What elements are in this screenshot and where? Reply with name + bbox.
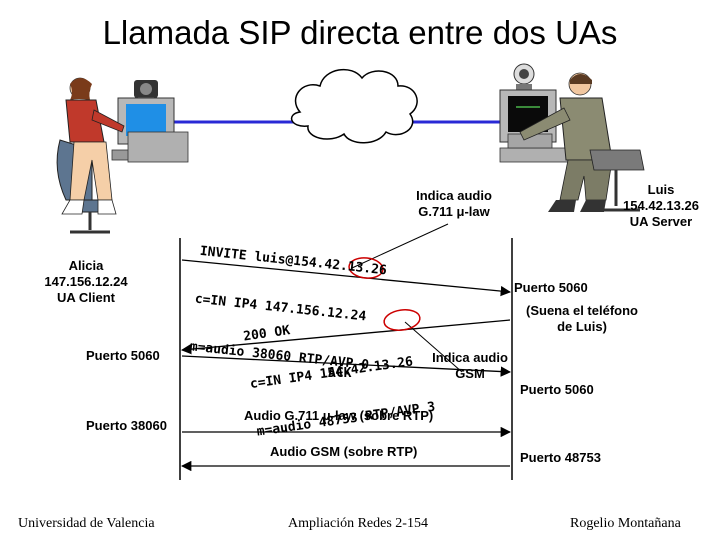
luis-port-sip-top: Puerto 5060 (514, 280, 588, 295)
luis-label: Luis 154.42.13.26 UA Server (606, 182, 716, 230)
luis-name: Luis (647, 182, 675, 197)
slide-title: Llamada SIP directa entre dos UAs (102, 14, 618, 51)
alicia-ip: 147.156.12.24 (44, 274, 128, 289)
luis-port-rtp: Puerto 48753 (520, 450, 601, 465)
payload-3-highlight (383, 309, 421, 331)
note-gsm: Indica audio GSM (432, 350, 508, 381)
luis-port-sip-bottom: Puerto 5060 (520, 382, 594, 397)
ok-arrow (180, 319, 511, 355)
ack-arrow (181, 355, 512, 377)
alicia-port-sip: Puerto 5060 (86, 348, 160, 363)
alicia-label: Alicia 147.156.12.24 UA Client (36, 258, 136, 306)
invite-arrow (181, 259, 512, 297)
ok-line-1: 200 OK (242, 323, 292, 345)
rtp-g711-label: Audio G.711 μ-law (sobre RTP) (244, 408, 434, 423)
luis-workstation-icon (499, 63, 645, 212)
luis-role: UA Server (629, 214, 693, 229)
note-gsm-pointer (404, 321, 463, 373)
note-g711-pointer (351, 223, 449, 269)
footer-right: Rogelio Montañana (570, 516, 681, 531)
ack-message: ACK (328, 366, 352, 381)
ok-message: 200 OK c=IN IP4 154.42.13.26 m=audio 487… (238, 273, 439, 456)
note-ringing: (Suena el teléfono de Luis) (526, 303, 638, 334)
alicia-name: Alicia (68, 258, 104, 273)
footer-center: Ampliación Redes 2-154 (288, 516, 428, 531)
alicia-workstation-icon (56, 77, 189, 234)
footer-left: Universidad de Valencia (18, 516, 155, 531)
payload-0-highlight (348, 257, 384, 279)
network-cloud-icon (290, 68, 418, 144)
invite-line-1: INVITE luis@154.42.13.26 (199, 243, 388, 279)
rtp-gsm-label: Audio GSM (sobre RTP) (270, 444, 418, 459)
luis-ip: 154.42.13.26 (623, 198, 699, 213)
note-g711: Indica audio G.711 μ-law (416, 188, 492, 219)
alicia-port-rtp: Puerto 38060 (86, 418, 167, 433)
alicia-role: UA Client (56, 290, 116, 305)
